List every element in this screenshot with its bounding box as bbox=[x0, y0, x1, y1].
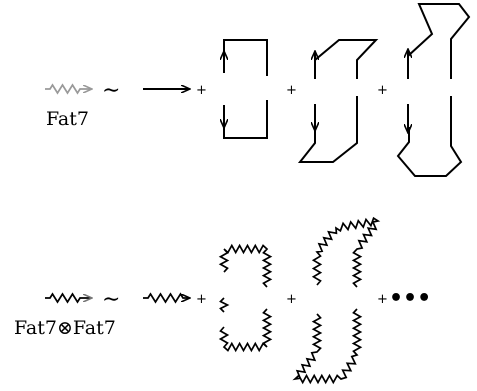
fat7-label: Fat7 bbox=[46, 108, 89, 130]
plus-sign: + bbox=[286, 292, 297, 307]
lepage-path-term bbox=[297, 39, 379, 163]
plus-sign: + bbox=[286, 83, 297, 98]
tilde-symbol: ∼ bbox=[102, 78, 120, 103]
fat-staple-term bbox=[218, 243, 273, 353]
row2-input-double-fat-link bbox=[45, 292, 91, 304]
staple-term bbox=[224, 39, 268, 139]
fat-staple-lower-path bbox=[218, 308, 273, 353]
fat-staple-left-fragment bbox=[219, 297, 230, 313]
long-path-term bbox=[396, 3, 471, 177]
ellipsis: ••• bbox=[389, 286, 431, 311]
plus-sign: + bbox=[377, 83, 388, 98]
fat-lepage-lower-path bbox=[292, 308, 363, 385]
plus-sign: + bbox=[196, 292, 207, 307]
fat-lepage-path-term bbox=[292, 216, 381, 385]
tilde-symbol: ∼ bbox=[102, 287, 120, 312]
single-fat-link-term bbox=[143, 292, 189, 304]
fat-lepage-upper-path bbox=[311, 216, 381, 288]
fat-staple-upper-path bbox=[218, 243, 273, 288]
plus-sign: + bbox=[196, 83, 207, 98]
fat7-otimes-fat7-label: Fat7⊗Fat7 bbox=[14, 317, 116, 339]
row1-input-fat-link bbox=[45, 83, 91, 95]
plus-sign: + bbox=[377, 292, 388, 307]
